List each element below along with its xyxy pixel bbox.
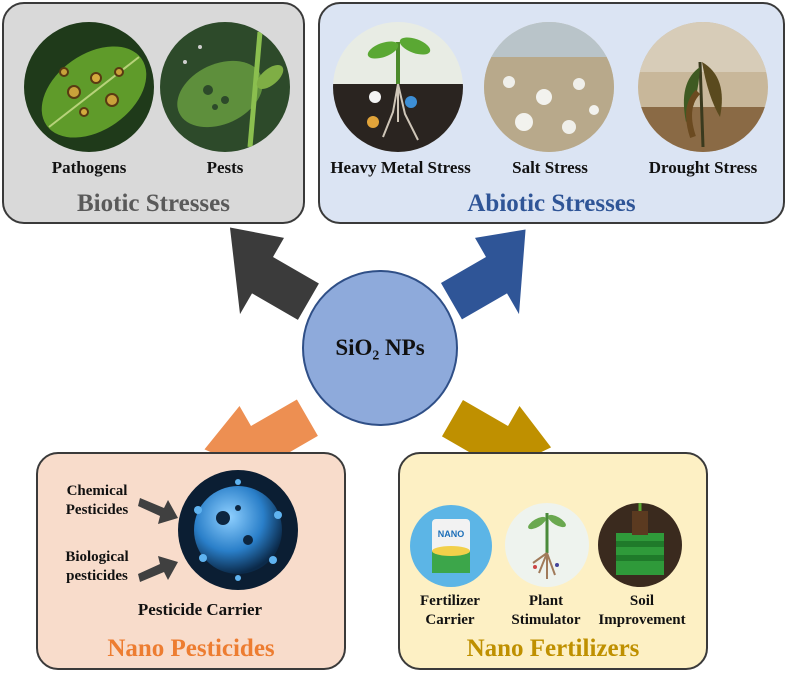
- soil-block-icon: [598, 503, 682, 587]
- abiotic-stresses-title: Abiotic Stresses: [318, 190, 785, 218]
- nano-fertilizers-title: Nano Fertilizers: [398, 635, 708, 663]
- pathogens-label: Pathogens: [24, 158, 154, 178]
- fertilizer-bag-icon: NANO: [410, 505, 492, 587]
- salt-soil-icon: [484, 22, 614, 152]
- nano-pesticides-title: Nano Pesticides: [36, 635, 346, 663]
- chemical-pesticides-label: Chemical Pesticides: [52, 482, 142, 520]
- biotic-stresses-title: Biotic Stresses: [2, 190, 305, 218]
- nanoparticle-sphere-icon: [178, 470, 298, 590]
- salt-stress-label: Salt Stress: [494, 158, 606, 178]
- pathogens-leaf-icon: [24, 22, 154, 152]
- heavy-metal-stress-label: Heavy Metal Stress: [318, 158, 483, 178]
- fertilizer-carrier-label: Fertilizer Carrier: [405, 592, 495, 630]
- arrow-chemical-icon: [138, 498, 178, 524]
- soil-improvement-label: Soil Improvement: [590, 592, 694, 630]
- pesticide-carrier-label: Pesticide Carrier: [100, 600, 300, 620]
- plant-stimulator-label: Plant Stimulator: [500, 592, 592, 630]
- nano-bag-text: NANO: [438, 529, 465, 539]
- plant-stimulator-icon: [505, 503, 589, 587]
- biological-pesticides-label: Biological pesticides: [52, 548, 142, 586]
- drought-stress-label: Drought Stress: [630, 158, 776, 178]
- drought-plant-icon: [638, 22, 768, 152]
- center-label: SiO₂ NPs: [335, 335, 424, 361]
- arrow-biological-icon: [138, 556, 178, 582]
- pests-label: Pests: [160, 158, 290, 178]
- pests-leaf-icon: [160, 22, 290, 152]
- heavy-metal-seedling-icon: [333, 22, 463, 152]
- sio2-nps-center: SiO₂ NPs: [302, 270, 458, 426]
